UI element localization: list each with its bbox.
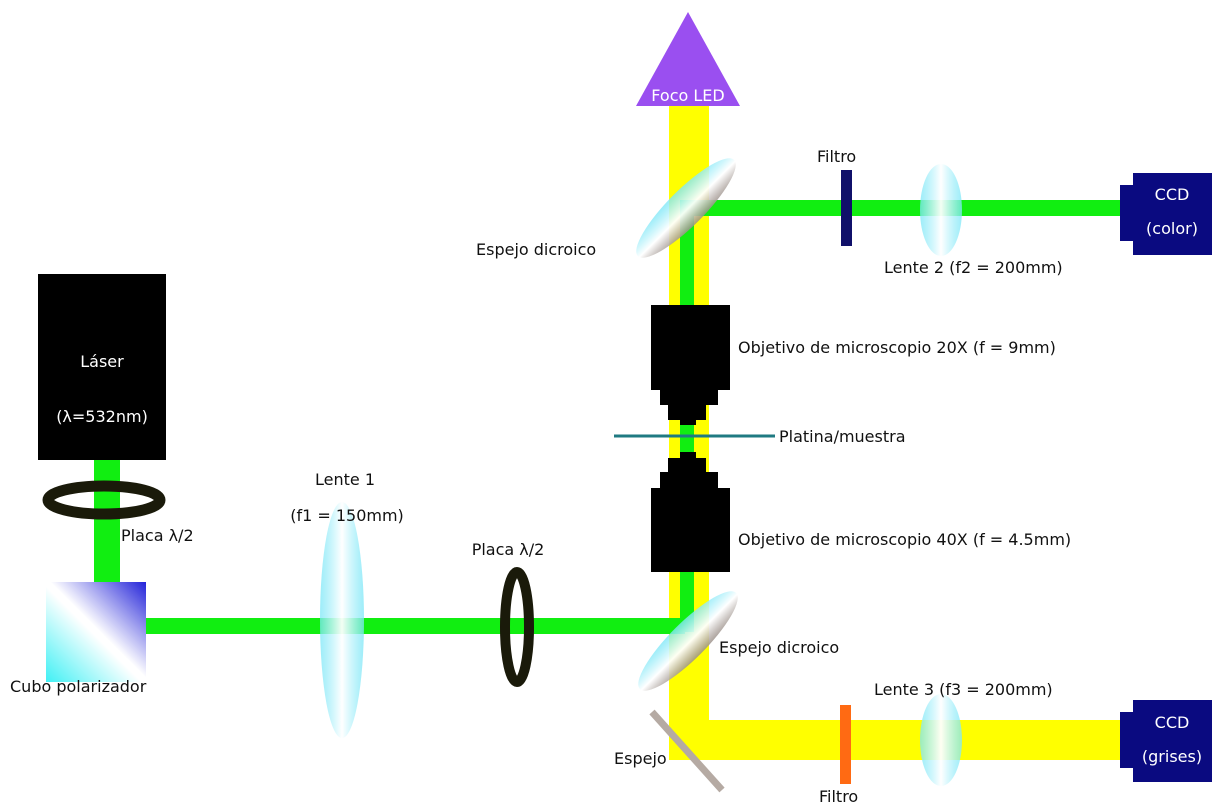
ccd-gray-label-line2: (grises) [1142,747,1202,766]
half-wave-plate-2-label: Placa λ/2 [472,540,545,559]
led-source-triangle [636,12,740,106]
ccd-color-port [1120,185,1135,241]
sample-stage-label: Platina/muestra [779,427,906,446]
polarizing-cube [46,582,146,682]
filter-top-label: Filtro [817,147,856,166]
ccd-gray-port [1120,712,1135,768]
mirror-label: Espejo [614,749,667,768]
ccd-color-label-line1: CCD [1155,185,1190,204]
filter-bottom-label: Filtro [819,787,858,806]
objective-20x-label: Objetivo de microscopio 20X (f = 9mm) [738,338,1056,357]
lens-2 [920,164,962,256]
ccd-color-label-line2: (color) [1146,219,1198,238]
filter-top [841,170,852,246]
dichroic-mirror-top-label: Espejo dicroico [476,240,596,259]
lens-3 [920,694,962,786]
dichroic-mirror-bottom [638,591,738,691]
lens-2-label: Lente 2 (f2 = 200mm) [884,258,1063,277]
objective-20x [651,305,730,425]
polarizing-cube-label: Cubo polarizador [10,677,147,696]
half-wave-plate-2 [500,567,534,687]
laser-beam-horizontal [94,618,685,634]
dichroic-mirror-bottom-label: Espejo dicroico [719,638,839,657]
laser-wavelength-label: (λ=532nm) [56,407,148,426]
dichroic-mirror-top [636,158,736,258]
ccd-gray-camera [1133,700,1212,782]
mirror [649,709,725,793]
lens-1-focal-label: (f1 = 150mm) [290,506,404,525]
half-wave-plate-1-label: Placa λ/2 [121,526,194,545]
laser-name-label: Láser [80,352,124,371]
objective-40x [651,452,730,572]
led-beam-horizontal-bottom [669,720,1130,760]
ccd-color-camera [1133,173,1212,255]
objective-40x-label: Objetivo de microscopio 40X (f = 4.5mm) [738,530,1071,549]
lens-3-label: Lente 3 (f3 = 200mm) [874,680,1053,699]
laser-beam-to-ccd-color [680,200,1130,216]
lens-1-name-label: Lente 1 [315,470,375,489]
led-label: Foco LED [651,86,724,105]
laser-body [38,274,166,460]
lens-1 [320,502,364,738]
half-wave-plate-1 [42,480,166,520]
ccd-gray-label-line1: CCD [1155,713,1190,732]
filter-bottom [840,705,851,784]
